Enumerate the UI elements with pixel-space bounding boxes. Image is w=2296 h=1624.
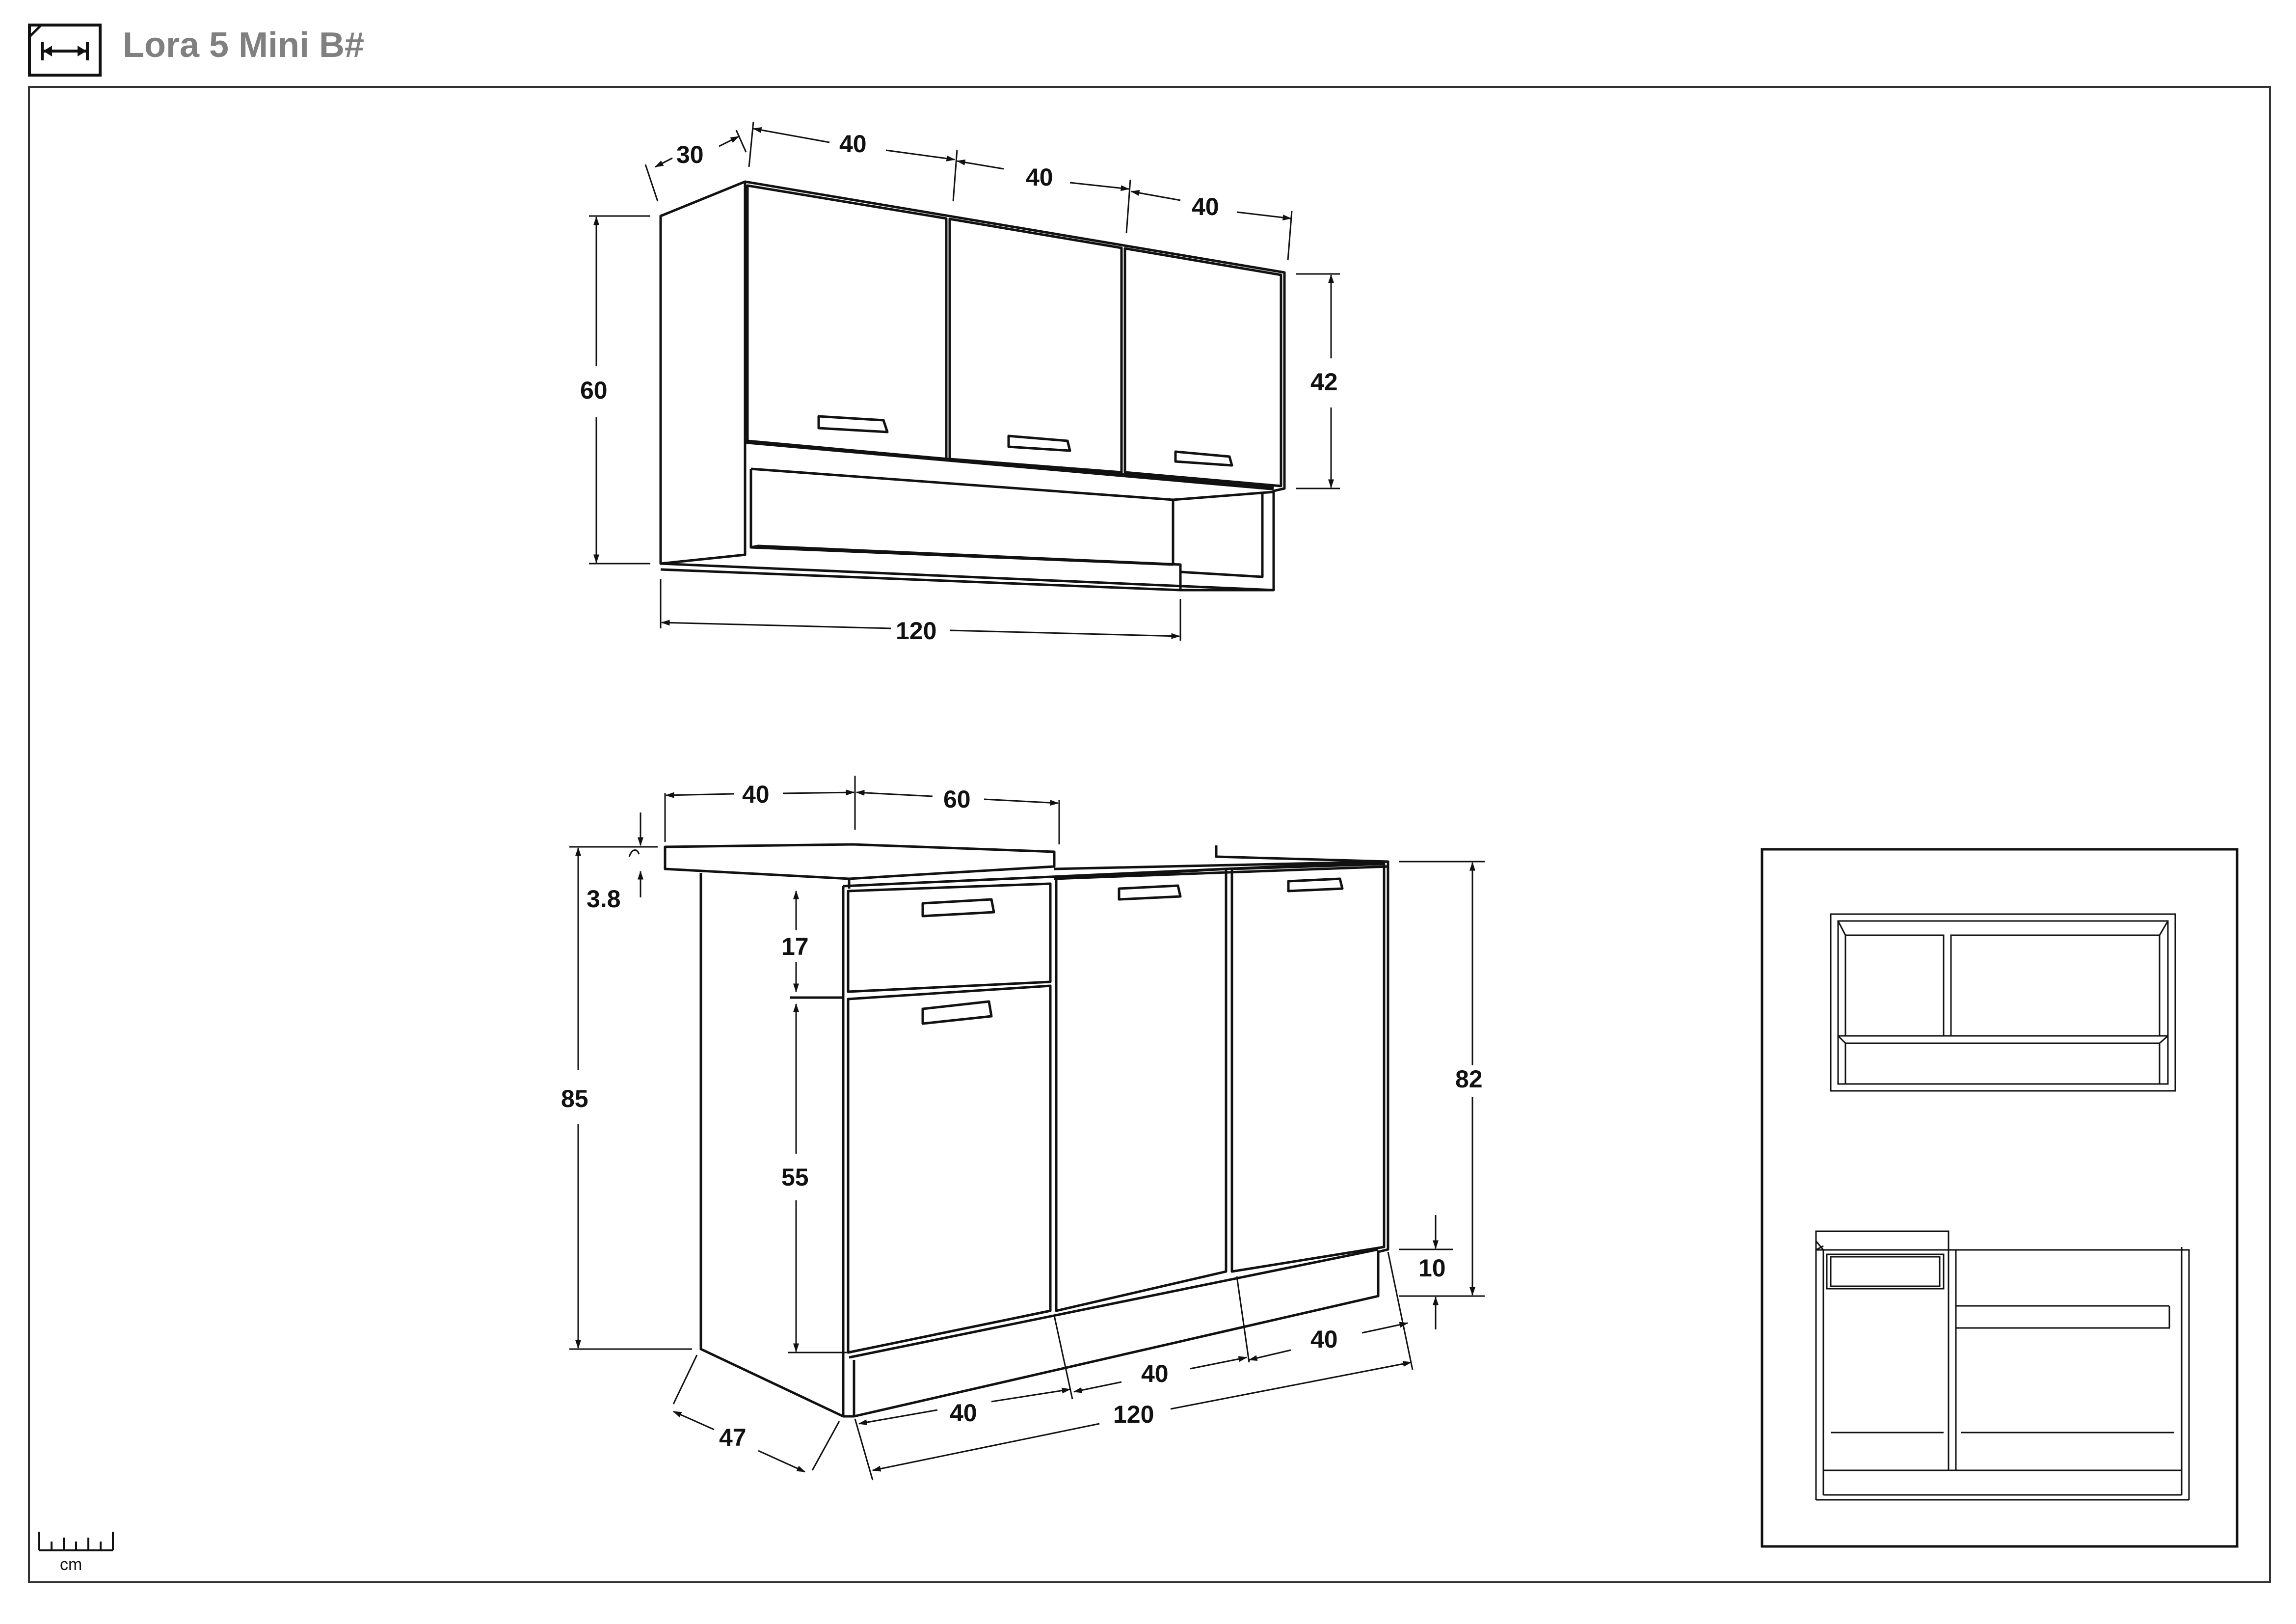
- dim-bottom-3: 40: [1310, 1326, 1338, 1353]
- upper-front-outline: [660, 180, 1286, 592]
- upper-door-right: [1123, 247, 1282, 487]
- dim-lower-depth: 47: [719, 1424, 747, 1451]
- dim-carcass-height: 82: [1455, 1065, 1483, 1093]
- dim-lower-top-2: 60: [943, 785, 971, 813]
- dim-upper-door-3: 40: [1192, 193, 1219, 220]
- lower-door-middle: [1055, 867, 1228, 1312]
- upper-side-panel: [659, 180, 747, 565]
- worktop: [664, 843, 1056, 880]
- dim-lower-total-width: 120: [1113, 1401, 1154, 1428]
- dim-upper-door-2: 40: [1026, 163, 1053, 191]
- dim-upper-height: 60: [580, 377, 608, 404]
- lower-cabinet: [664, 843, 1389, 1418]
- dim-drawer-height: 17: [781, 933, 809, 960]
- scale-unit-label: cm: [60, 1555, 82, 1574]
- upper-door-middle: [948, 217, 1123, 474]
- lower-door-left: [847, 984, 1052, 1354]
- lower-door-right: [1230, 863, 1386, 1273]
- dim-bottom-2: 40: [1141, 1360, 1169, 1387]
- dim-upper-door-1: 40: [839, 130, 867, 158]
- inset-open-view: [1761, 848, 2239, 1548]
- lower-dimensions: [569, 776, 1485, 1481]
- upper-handle-right: [1174, 450, 1233, 467]
- dim-bottom-1: 40: [950, 1399, 977, 1427]
- dim-upper-door-height: 42: [1310, 368, 1338, 396]
- dim-plinth-height: 10: [1418, 1254, 1446, 1282]
- dim-lower-total-height: 85: [561, 1085, 588, 1112]
- upper-dimensions: [589, 121, 1340, 641]
- upper-handle-middle: [1007, 434, 1071, 452]
- upper-handle-left: [817, 415, 889, 433]
- page-title: Lora 5 Mini B#: [123, 26, 365, 65]
- lower-handle-middle: [1118, 884, 1182, 901]
- dim-lower-top-1: 40: [742, 781, 770, 808]
- upper-cabinet: [659, 180, 1286, 592]
- lower-side-panel: [699, 873, 845, 1418]
- drawing-frame: [28, 86, 2271, 1583]
- drawer-handle: [921, 898, 995, 918]
- drawer-front: [847, 882, 1052, 993]
- dim-lower-door-height: 55: [781, 1164, 809, 1191]
- ruler-icon: [38, 1532, 114, 1551]
- dim-upper-total-width: 120: [896, 617, 936, 645]
- dim-upper-depth: 30: [676, 141, 704, 168]
- dimension-arrow-icon: [28, 24, 102, 77]
- lower-handle-right: [1287, 877, 1344, 893]
- lower-handle-left: [921, 1000, 993, 1025]
- dim-worktop-thickness: 3.8: [587, 885, 621, 913]
